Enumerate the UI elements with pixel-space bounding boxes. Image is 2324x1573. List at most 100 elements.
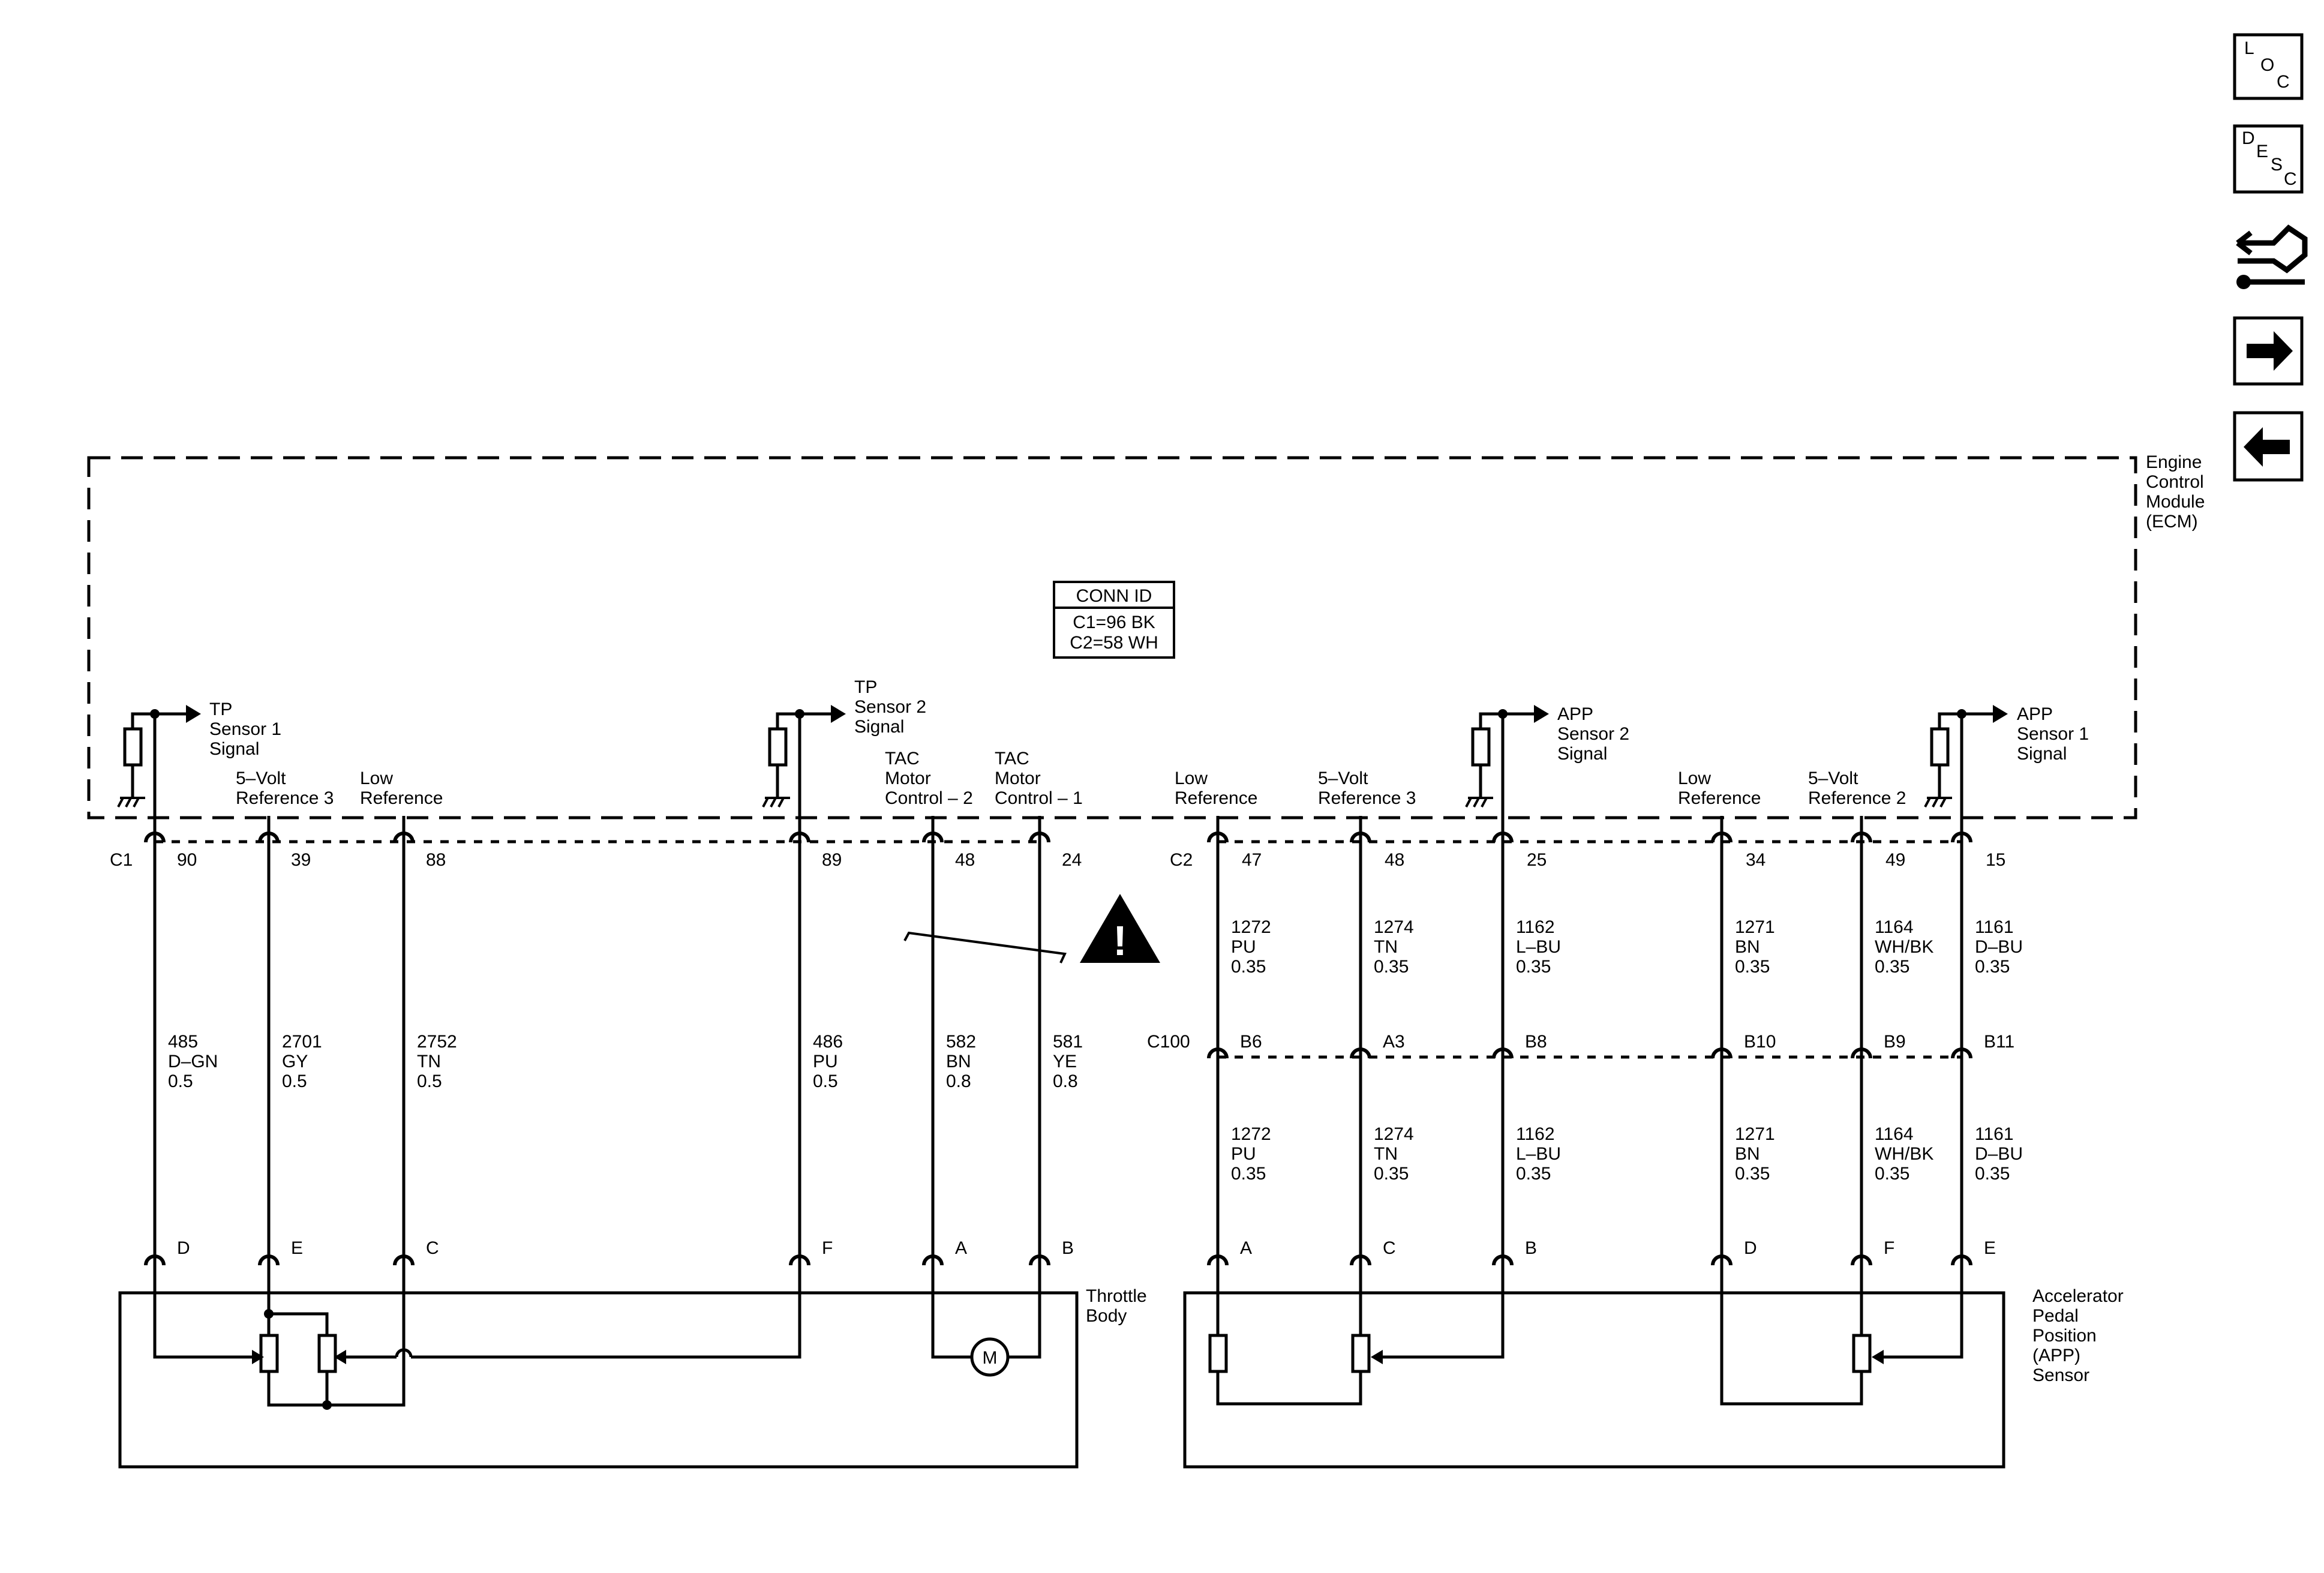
loc-letter-c: C xyxy=(2277,72,2290,92)
svg-text:M: M xyxy=(983,1348,998,1368)
svg-text:Signal: Signal xyxy=(209,739,259,759)
app-sensor-terminal xyxy=(1492,1254,1514,1266)
toolbar: L O C D E S C xyxy=(2233,33,2308,482)
ecm-c2-pin-number: 49 xyxy=(1885,850,1905,870)
wire-gauge: 0.5 xyxy=(282,1071,307,1091)
svg-text:Control – 2: Control – 2 xyxy=(885,788,973,808)
throttle-body-cavity: E xyxy=(291,1238,303,1258)
svg-text:5–Volt: 5–Volt xyxy=(1808,769,1858,788)
svg-text:Sensor: Sensor xyxy=(2032,1365,2089,1385)
svg-text:Engine: Engine xyxy=(2146,452,2202,472)
svg-text:Reference 2: Reference 2 xyxy=(1808,788,1906,808)
twisted-pair-mark xyxy=(903,931,1067,963)
ecm-c1-pin-number: 88 xyxy=(426,850,446,870)
svg-text:Low: Low xyxy=(360,769,393,788)
ecm-c1-pin-number: 89 xyxy=(822,850,842,870)
wire-gauge: 0.35 xyxy=(1735,957,1770,977)
svg-text:Signal: Signal xyxy=(1557,744,1607,764)
wire-circuit-number: 1271 xyxy=(1735,1124,1775,1144)
next-button[interactable] xyxy=(2233,316,2304,386)
svg-text:Motor: Motor xyxy=(995,769,1041,788)
wire-color: PU xyxy=(1231,937,1256,957)
wire-color: TN xyxy=(417,1052,441,1071)
svg-text:5–Volt: 5–Volt xyxy=(236,769,286,788)
desc-button[interactable]: D E S C xyxy=(2233,124,2304,194)
svg-text:TAC: TAC xyxy=(995,749,1029,769)
svg-text:APP: APP xyxy=(1557,704,1593,724)
wire-color: GY xyxy=(282,1052,308,1071)
wire-gauge: 0.35 xyxy=(1975,957,2010,977)
wire-color: D–BU xyxy=(1975,937,2023,957)
svg-text:Reference 3: Reference 3 xyxy=(1318,788,1416,808)
wire-gauge: 0.35 xyxy=(1975,1164,2010,1184)
connector-swap-icon[interactable] xyxy=(2236,224,2308,289)
c100-terminal xyxy=(1711,1047,1733,1059)
app2-signal-symbol: APP Sensor 2 Signal xyxy=(1465,704,1629,816)
ecm-c2-terminal xyxy=(1851,831,1872,843)
svg-text:Reference: Reference xyxy=(360,788,443,808)
svg-text:Reference: Reference xyxy=(1678,788,1761,808)
ecm-c2-pin-number: 48 xyxy=(1385,850,1404,870)
wire-circuit-number: 1272 xyxy=(1231,917,1271,937)
wire-circuit-number: 1162 xyxy=(1516,1124,1555,1144)
app-sensor: Accelerator Pedal Position (APP) Sensor xyxy=(1183,1275,2124,1469)
previous-button[interactable] xyxy=(2233,411,2304,482)
ecm-c2-terminal xyxy=(1207,831,1229,843)
svg-text:Module: Module xyxy=(2146,492,2205,512)
wire-circuit-number: 1271 xyxy=(1735,917,1775,937)
svg-text:C2=58 WH: C2=58 WH xyxy=(1070,633,1158,653)
app-sensor-cavity: B xyxy=(1525,1238,1537,1258)
wire-color: PU xyxy=(1231,1144,1256,1164)
c100-cavity: B10 xyxy=(1744,1032,1776,1052)
loc-letter-o: O xyxy=(2260,55,2274,75)
ecm-c2-pin-number: 34 xyxy=(1746,850,1765,870)
ecm-c1-terminal xyxy=(1029,831,1050,843)
c1-label: C1 xyxy=(110,850,133,870)
svg-text:Sensor 1: Sensor 1 xyxy=(2017,724,2089,744)
throttle-body-terminal xyxy=(144,1254,166,1266)
svg-text:TAC: TAC xyxy=(885,749,920,769)
c100-cavity: B8 xyxy=(1525,1032,1547,1052)
loc-button[interactable]: L O C xyxy=(2233,33,2304,100)
app-sensor-cavity: A xyxy=(1240,1238,1252,1258)
throttle-body-terminal xyxy=(789,1254,810,1266)
tp2-signal-symbol: TP Sensor 2 Signal xyxy=(762,677,926,816)
wire-circuit-number: 581 xyxy=(1053,1032,1083,1052)
wire-color: TN xyxy=(1374,1144,1398,1164)
ecm-c1-terminal xyxy=(144,831,166,843)
c2-label: C2 xyxy=(1170,850,1193,870)
svg-text:(APP): (APP) xyxy=(2032,1346,2080,1365)
desc-letter-c: C xyxy=(2284,169,2297,189)
c100-terminal xyxy=(1350,1047,1371,1059)
wire-circuit-number: 485 xyxy=(168,1032,198,1052)
svg-text:Signal: Signal xyxy=(2017,744,2067,764)
ecm-c2-terminal xyxy=(1711,831,1733,843)
app-sensor-terminal xyxy=(1851,1254,1872,1266)
wire-gauge: 0.5 xyxy=(168,1071,193,1091)
wire-labels: 90485D–GN0.5D392701GY0.5E882752TN0.5C894… xyxy=(168,850,2023,1258)
wire-gauge: 0.5 xyxy=(417,1071,442,1091)
wire-circuit-number: 1272 xyxy=(1231,1124,1271,1144)
throttle-body-cavity: C xyxy=(426,1238,439,1258)
svg-text:Sensor 2: Sensor 2 xyxy=(854,697,926,717)
wire-gauge: 0.35 xyxy=(1735,1164,1770,1184)
wire-gauge: 0.35 xyxy=(1374,957,1409,977)
ecm-c1-terminal xyxy=(258,831,280,843)
svg-text:Position: Position xyxy=(2032,1326,2097,1346)
wire-gauge: 0.8 xyxy=(1053,1071,1078,1091)
ecm-c1-terminal xyxy=(922,831,944,843)
wire-color: BN xyxy=(1735,937,1760,957)
app-sensor-terminal xyxy=(1951,1254,1972,1266)
wire-color: L–BU xyxy=(1516,937,1561,957)
app-sensor-terminal xyxy=(1350,1254,1371,1266)
svg-text:Accelerator: Accelerator xyxy=(2032,1286,2124,1306)
desc-letter-d: D xyxy=(2242,128,2255,148)
wire-circuit-number: 2701 xyxy=(282,1032,322,1052)
wire-circuit-number: 582 xyxy=(946,1032,976,1052)
wire-color: BN xyxy=(946,1052,971,1071)
wire-gauge: 0.35 xyxy=(1231,957,1266,977)
throttle-body-terminal xyxy=(1029,1254,1050,1266)
wire-gauge: 0.35 xyxy=(1374,1164,1409,1184)
c100-terminal xyxy=(1851,1047,1872,1059)
svg-text:Motor: Motor xyxy=(885,769,931,788)
